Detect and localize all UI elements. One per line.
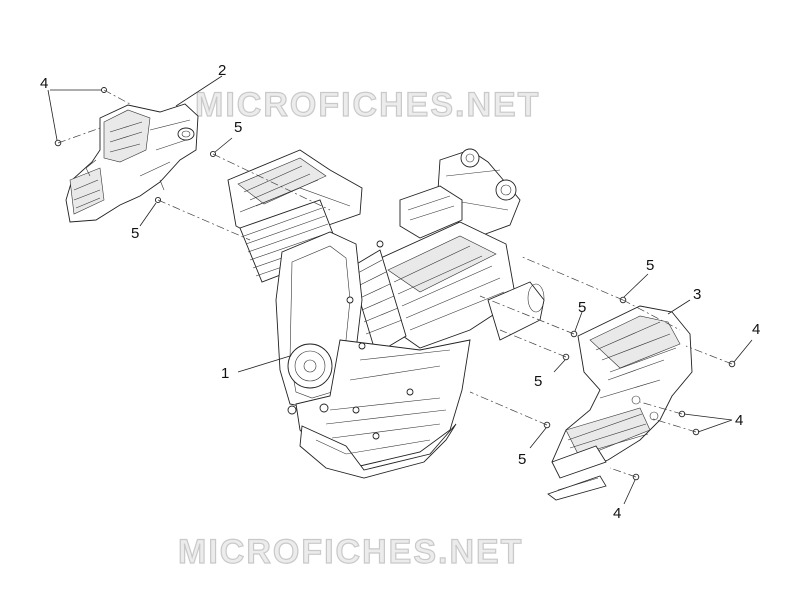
callout-5-right-bottom: 5	[518, 451, 527, 468]
callout-3-right-cover: 3	[693, 286, 702, 303]
callout-5-right-top: 5	[646, 257, 655, 274]
watermark-bottom: MICROFICHES.NET	[178, 533, 523, 571]
callout-5-right-second: 5	[578, 299, 587, 316]
watermark-top: MICROFICHES.NET	[195, 86, 540, 124]
callout-5-upper-left: 5	[234, 119, 243, 136]
callout-4-right-top: 4	[752, 321, 761, 338]
callout-2-left-cover: 2	[218, 62, 227, 79]
callout-4-bottom: 4	[613, 505, 622, 522]
callout-4-top-left: 4	[40, 75, 49, 92]
callout-1-engine: 1	[221, 365, 230, 382]
callout-5-right-mid: 5	[534, 373, 543, 390]
leader-lines	[47, 75, 753, 505]
left-cover-part	[65, 103, 199, 223]
callout-4-right-mid: 4	[735, 412, 744, 429]
assembly-lines	[57, 89, 733, 478]
callout-5-lower-left: 5	[131, 225, 140, 242]
engine-assembly	[227, 148, 545, 479]
watermark-top-outline: MICROFICHES.NET	[195, 86, 540, 124]
right-cover-part	[547, 305, 693, 501]
watermark-bottom-outline: MICROFICHES.NET	[178, 533, 523, 571]
